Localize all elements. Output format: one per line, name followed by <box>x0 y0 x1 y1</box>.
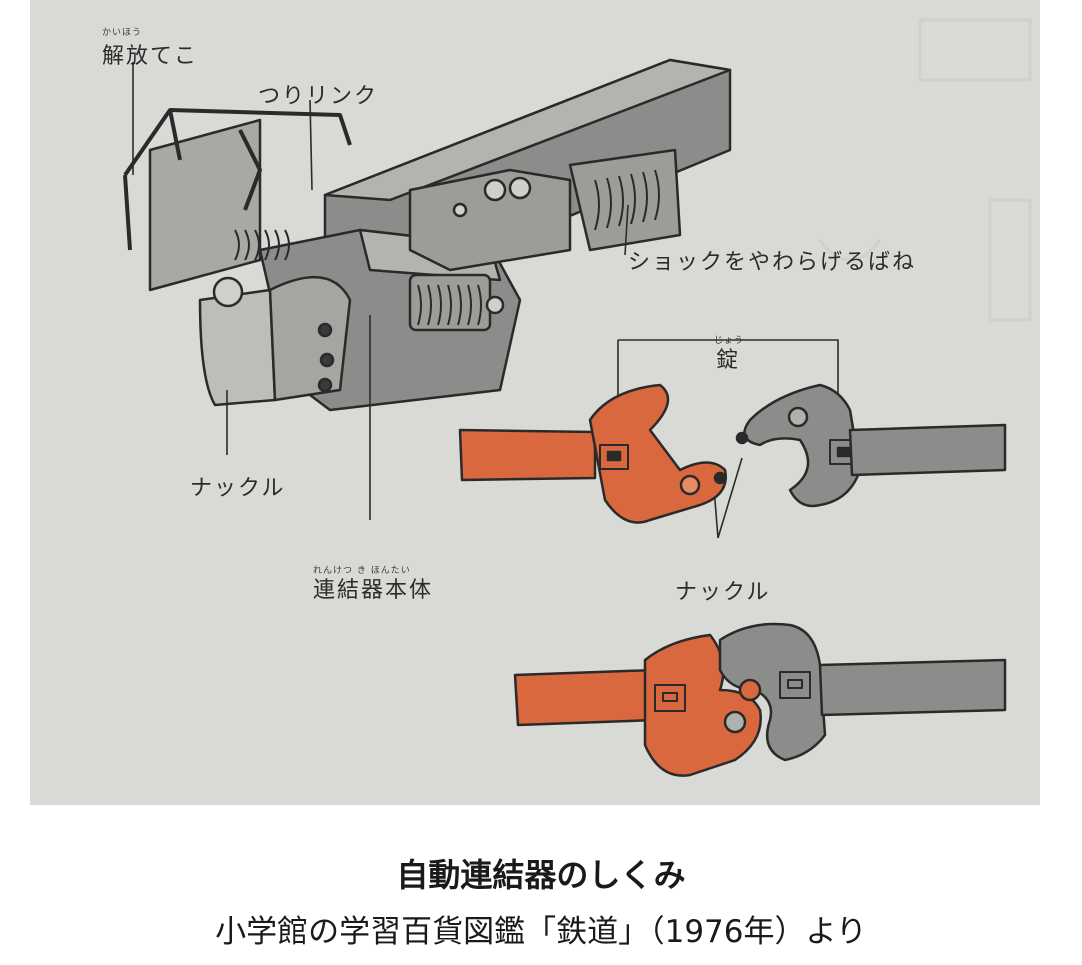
orange-shank-coupled <box>513 668 657 727</box>
end-plate <box>148 118 262 292</box>
shock-spring-housing <box>568 148 682 252</box>
paper-bleed-through <box>818 18 1032 322</box>
grey-shank-open <box>848 423 1007 477</box>
coupler-body-ruby: れんけつ き ほんたい <box>313 566 411 576</box>
knuckle-block <box>198 288 277 407</box>
uncoupled-pair <box>458 383 1007 524</box>
coupler-body-label: 連結器本体 <box>313 578 434 603</box>
coupled-pair <box>513 622 1007 777</box>
caption-title: 自動連結器のしくみ <box>396 856 686 894</box>
lock-label: 錠 <box>716 348 741 373</box>
knuckle-label-left: ナックル <box>190 476 286 501</box>
grey-shank-coupled <box>818 658 1007 717</box>
shock-spring-label: ショックをやわらげるばね <box>628 250 917 275</box>
release-lever-rod <box>123 108 352 251</box>
coupler-diagram <box>123 18 1032 777</box>
illustration-photo: かいほう 解放てこ つりリンク ショックをやわらげるばね じょう 錠 ナックル … <box>30 0 1040 805</box>
knuckle-label-right: ナックル <box>675 580 771 605</box>
grey-coupler-head-open <box>743 383 862 508</box>
release-lever-ruby: かいほう <box>102 28 143 38</box>
hanging-link-label: つりリンク <box>258 84 379 109</box>
release-lever-label: 解放てこ <box>102 44 199 69</box>
caption-source: 小学館の学習百貨図鑑「鉄道」（1976年）より <box>215 914 867 950</box>
lock-ruby: じょう <box>714 336 745 346</box>
coupler-assembly <box>123 58 732 412</box>
orange-shank-open <box>458 428 597 482</box>
